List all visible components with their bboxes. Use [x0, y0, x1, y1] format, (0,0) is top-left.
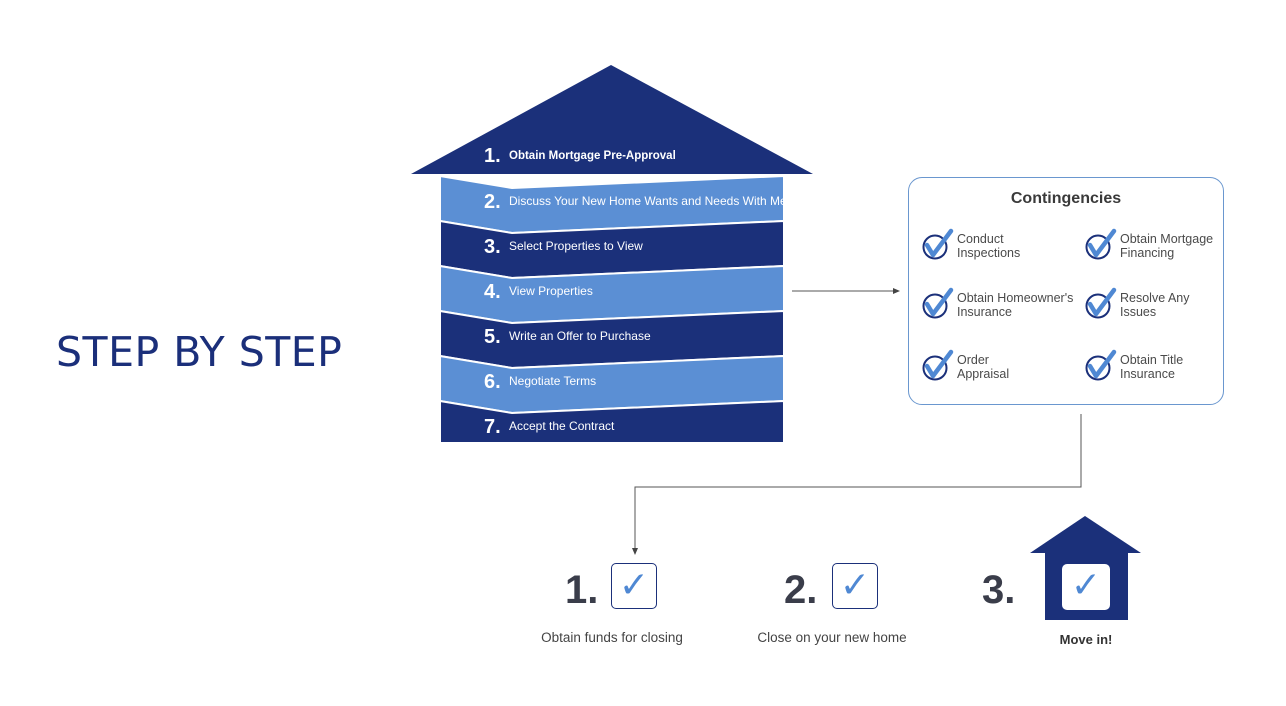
page-title: STEP BY STEP [56, 328, 343, 376]
final-step-number: 3. [982, 568, 1016, 612]
step-label: Select Properties to View [509, 239, 643, 253]
arrowhead-down-icon [632, 548, 638, 555]
contingency-label-line: Obtain Title [1120, 353, 1184, 367]
step-number: 4. [484, 281, 501, 303]
step-number: 5. [484, 326, 501, 348]
move-in-house-icon [1030, 516, 1141, 620]
checkbox-icon: ✓ [1070, 565, 1102, 606]
step-label: Accept the Contract [509, 419, 615, 433]
contingency-label-line: Issues [1120, 304, 1157, 319]
step-number: 1. [484, 145, 501, 167]
final-step-label: Close on your new home [757, 630, 907, 645]
house-roof [411, 65, 813, 174]
step-label: Discuss Your New Home Wants and Needs Wi… [509, 194, 787, 208]
step-label: Obtain Mortgage Pre-Approval [509, 150, 676, 162]
step-label: Write an Offer to Purchase [509, 329, 651, 343]
step-number: 6. [484, 371, 501, 393]
arrowhead-right-icon [893, 288, 900, 294]
arrow-to-final-steps [634, 414, 1082, 550]
contingency-label-line: Appraisal [957, 366, 1010, 381]
checkbox-icon: ✓ [611, 563, 657, 609]
contingency-label-line: Conduct [957, 232, 1004, 246]
step-label: View Properties [509, 284, 593, 298]
contingency-label-line: Resolve Any [1120, 291, 1190, 305]
final-step-number: 1. [565, 568, 599, 612]
check-circle-icon [1085, 228, 1117, 260]
step-number: 3. [484, 236, 501, 258]
contingency-label-line: Order [957, 353, 989, 367]
contingencies-title: Contingencies [1010, 190, 1122, 207]
contingency-label-line: Inspections [957, 245, 1021, 260]
contingency-label-line: Obtain Mortgage [1120, 232, 1214, 246]
check-circle-icon [922, 287, 954, 319]
check-circle-icon [1085, 287, 1117, 319]
check-circle-icon [922, 228, 954, 260]
check-circle-icon [1085, 349, 1117, 381]
checkbox-icon: ✓ [832, 563, 878, 609]
contingency-label-line: Financing [1120, 245, 1175, 260]
step-number: 2. [484, 191, 501, 213]
check-circle-icon [922, 349, 954, 381]
contingency-label-line: Insurance [957, 304, 1012, 319]
final-step-label: Obtain funds for closing [541, 630, 683, 645]
contingency-label-line: Insurance [1120, 366, 1175, 381]
step-label: Negotiate Terms [509, 374, 596, 388]
step-band [439, 399, 785, 444]
flow-connectors [632, 288, 1082, 555]
final-step-number: 2. [784, 568, 818, 612]
final-step-label: Move in! [1059, 632, 1113, 647]
contingency-label-line: Obtain Homeowner's [957, 291, 1074, 305]
step-number: 7. [484, 416, 501, 438]
